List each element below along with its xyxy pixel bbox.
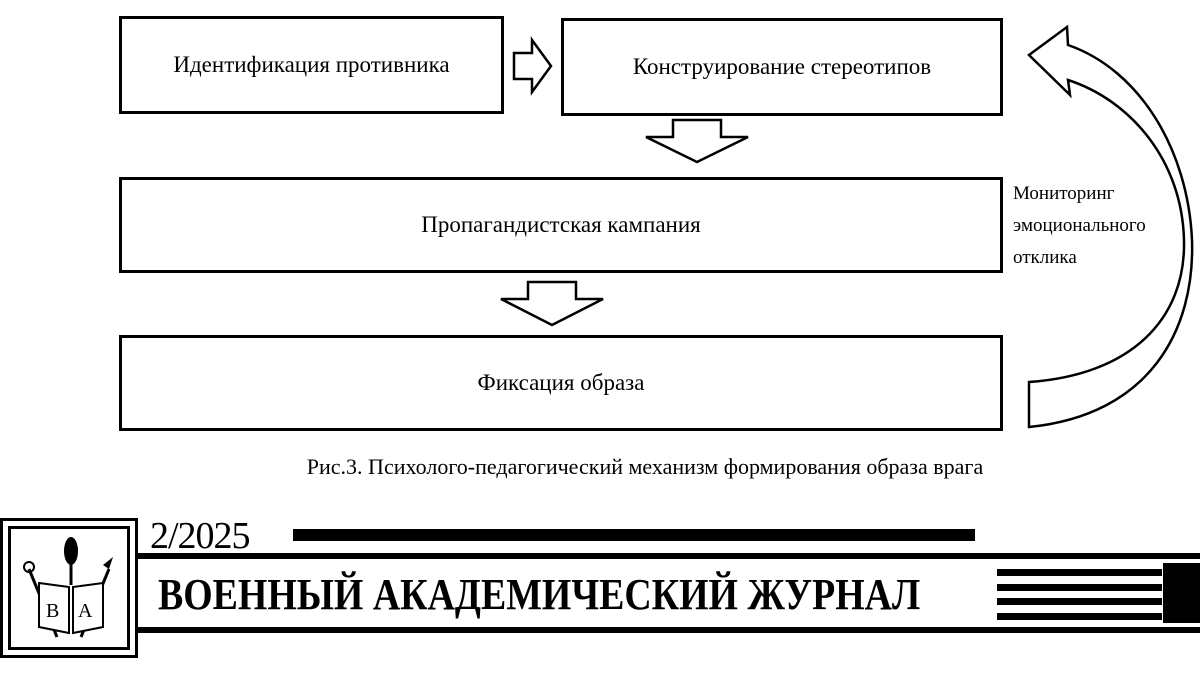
feedback-label: Мониторинг эмоционального отклика [1013,178,1146,274]
stripe [997,613,1162,620]
journal-logo: В А [0,518,138,658]
stripe [997,598,1162,605]
band-top-rule [138,553,1200,559]
arrow-down-1 [645,118,749,164]
node-campaign: Пропагандистская кампания [119,177,1003,273]
node-identification: Идентификация противника [119,16,504,114]
node-stereotypes: Конструирование стереотипов [561,18,1003,116]
emblem-icon: В А [23,537,113,638]
logo-letter: А [78,600,93,622]
feedback-line: эмоционального [1013,215,1146,236]
journal-title: ВОЕННЫЙ АКАДЕМИЧЕСКИЙ ЖУРНАЛ [158,570,921,619]
feedback-line: отклика [1013,247,1077,268]
node-label: Пропагандистская кампания [421,212,701,237]
stripe [997,569,1162,576]
band-bottom-rule [138,627,1200,633]
arrow-down-2 [500,280,604,327]
node-label: Фиксация образа [477,370,645,395]
logo-letter: В [46,600,59,622]
feedback-curved-arrow [1027,24,1194,429]
feedback-line: Мониторинг [1013,183,1115,204]
header-rule [293,529,975,541]
node-fixation: Фиксация образа [119,335,1003,431]
stripe [997,584,1162,591]
arrow-right [512,36,553,96]
issue-number: 2/2025 [150,515,251,557]
node-label: Идентификация противника [173,52,450,77]
node-label: Конструирование стереотипов [632,54,932,79]
figure-caption: Рис.3. Психолого-педагогический механизм… [306,454,984,479]
stripe-block [1163,563,1200,623]
